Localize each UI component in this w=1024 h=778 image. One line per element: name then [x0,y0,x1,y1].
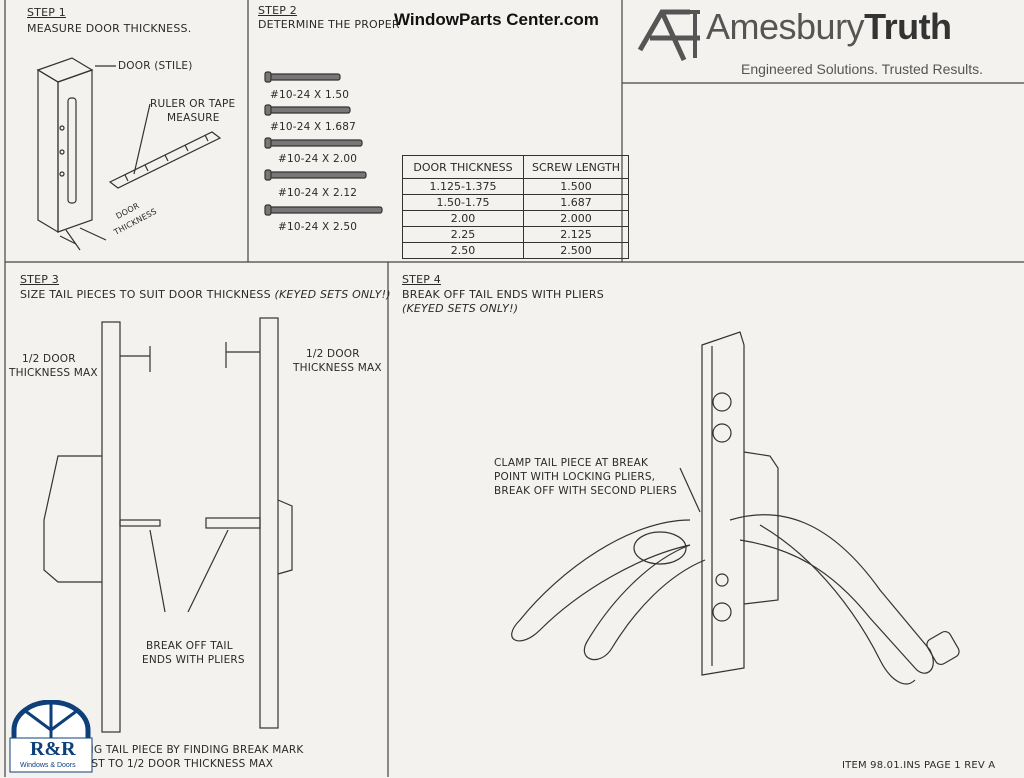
step4-clamp-label-2: POINT WITH LOCKING PLIERS, [494,471,656,483]
door-stile-illustration [36,57,116,251]
brand-tagline: Engineered Solutions. Trusted Results. [741,61,984,77]
table-cell: 1.500 [523,178,629,195]
screw-label-1: #10-24 X 1.50 [270,89,350,101]
table-cell: 1.50-1.75 [402,194,524,211]
step3-text: SIZE TAIL PIECES TO SUIT DOOR THICKNESS … [20,288,391,301]
screw-label-5: #10-24 X 2.50 [278,221,358,233]
step2-text: DETERMINE THE PROPER [258,18,400,31]
step3-text-main: SIZE TAIL PIECES TO SUIT DOOR THICKNESS [20,288,271,301]
step1-title: STEP 1 [27,6,66,19]
step3-note: (KEYED SETS ONLY!) [274,288,391,301]
amesbury-logo-icon [637,9,700,62]
frame-lines [4,0,1024,777]
step3-right-label-2: THICKNESS MAX [293,362,382,374]
step2-title: STEP 2 [258,4,297,17]
table-cell: 2.000 [523,210,629,227]
footer-item-number: ITEM 98.01.INS PAGE 1 REV A [842,760,996,771]
step3-title: STEP 3 [20,273,59,286]
step4-clamp-label-3: BREAK OFF WITH SECOND PLIERS [494,485,677,497]
table-header-screw-length: SCREW LENGTH [523,155,629,179]
step3-break-label-2: ENDS WITH PLIERS [142,654,245,666]
brand-name-bold: Truth [864,6,952,47]
rr-logo-window-icon [9,699,93,773]
rr-logo: R&R Windows & Doors [8,699,94,774]
table-cell: 2.125 [523,226,629,243]
rr-logo-title: R&R [30,738,76,760]
step1-label-door: DOOR (STILE) [118,60,193,72]
step1-label-ruler-2: MEASURE [167,112,220,124]
table-cell: 2.00 [402,210,524,227]
rr-logo-subtitle: Windows & Doors [20,762,76,769]
screw-label-4: #10-24 X 2.12 [278,187,358,199]
step1-text: MEASURE DOOR THICKNESS. [27,22,192,35]
step4-illustration [511,331,960,685]
step3-left-label-1: 1/2 DOOR [22,353,76,365]
screw-label-3: #10-24 X 2.00 [278,153,358,165]
table-cell: 2.500 [523,242,629,259]
table-cell: 1.125-1.375 [402,178,524,195]
step4-text: BREAK OFF TAIL ENDS WITH PLIERS [402,288,604,301]
brand-name-light: Amesbury [706,6,865,47]
brand-logo: AmesburyTruth [706,6,952,48]
step3-right-label-1: 1/2 DOOR [306,348,360,360]
table-header-door-thickness: DOOR THICKNESS [402,155,524,179]
screw-illustrations [264,71,383,216]
ruler-illustration [108,103,222,189]
screw-label-2: #10-24 X 1.687 [270,121,357,133]
step1-label-ruler-1: RULER OR TAPE [150,98,236,110]
step4-title: STEP 4 [402,273,441,286]
table-cell: 1.687 [523,194,629,211]
step3-bottom-label-2: CLOSEST TO 1/2 DOOR THICKNESS MAX [56,758,274,770]
table-cell: 2.25 [402,226,524,243]
step3-illustration [43,317,293,733]
watermark-site: WindowParts Center.com [394,10,599,29]
step3-bottom-label-1: MINING TAIL PIECE BY FINDING BREAK MARK [62,744,304,756]
table-header-row: DOOR THICKNESS SCREW LENGTH [402,155,629,179]
table-cell: 2.50 [402,242,524,259]
step3-break-label-1: BREAK OFF TAIL [146,640,233,652]
step4-note: (KEYED SETS ONLY!) [402,302,519,315]
step3-left-label-2: THICKNESS MAX [9,367,98,379]
step4-clamp-label-1: CLAMP TAIL PIECE AT BREAK [494,457,649,469]
